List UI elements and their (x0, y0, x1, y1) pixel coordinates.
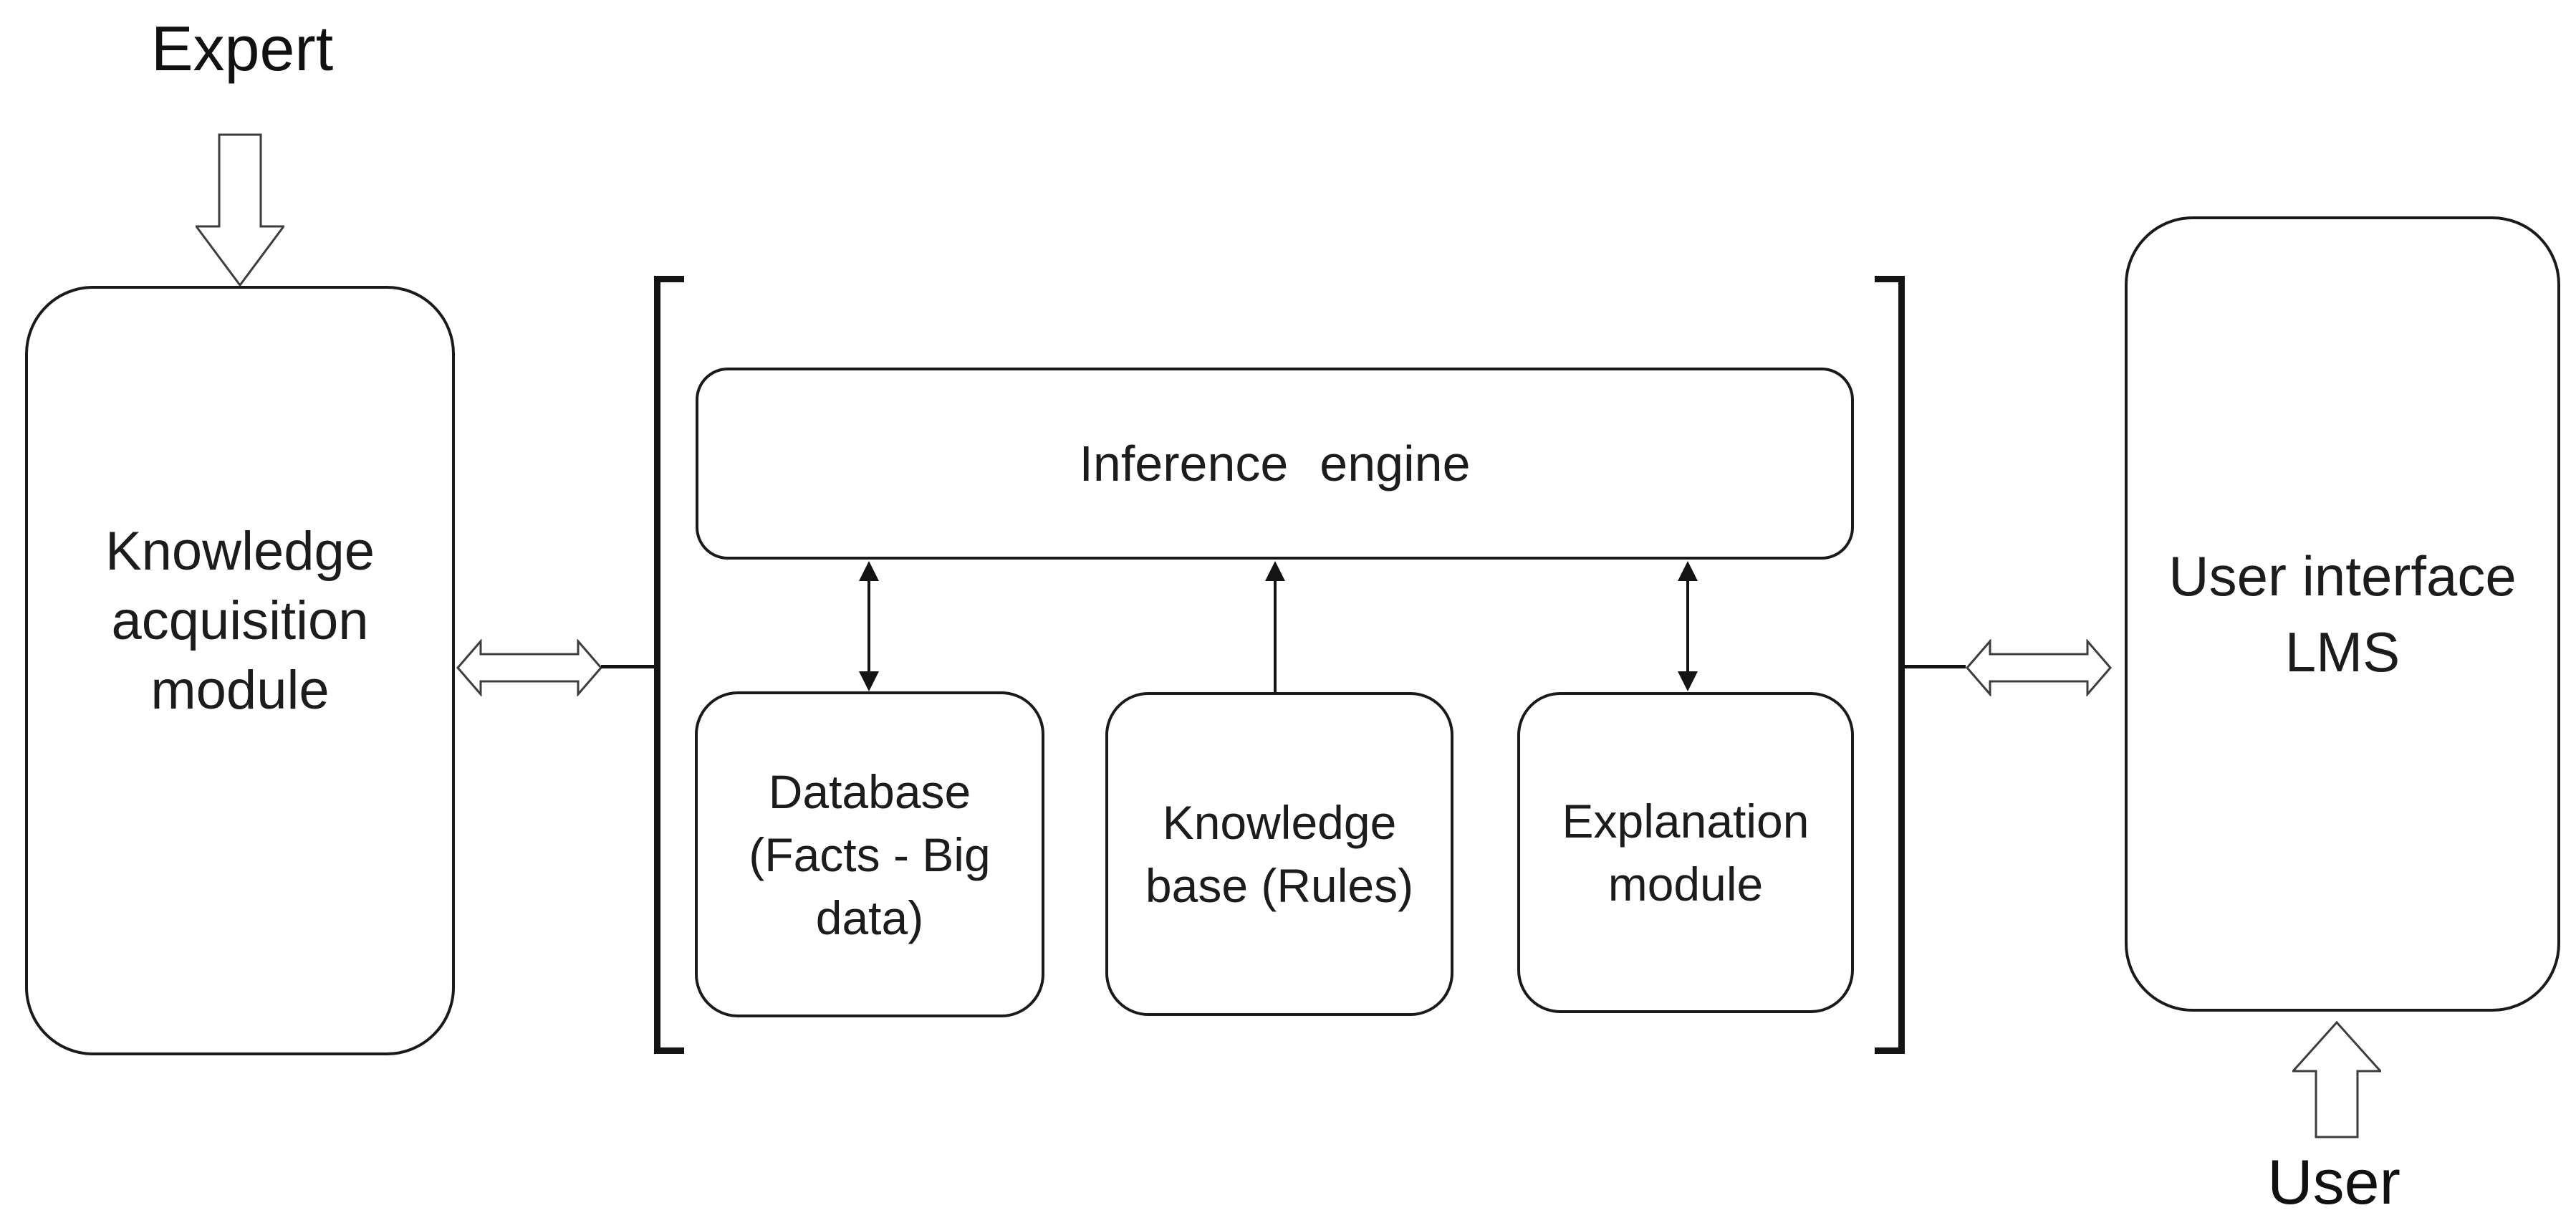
explanation-module-box: Explanation module (1517, 692, 1854, 1013)
left-bracket-connector-line (601, 665, 655, 668)
knowledge-acquisition-module-label: Knowledge acquisition module (105, 520, 375, 721)
knowledge-acquisition-module-box: Knowledge acquisition module (25, 286, 455, 1055)
hollow-double-arrow-right-icon (1966, 639, 2112, 696)
hollow-double-arrow-left-icon (456, 639, 602, 696)
user-label: User (2267, 1146, 2400, 1217)
hollow-down-arrow-icon (196, 133, 284, 287)
right-bracket (1875, 276, 1905, 1054)
knowledge-base-box: Knowledge base (Rules) (1105, 692, 1453, 1016)
explanation-module-label: Explanation module (1562, 795, 1810, 911)
right-bracket-connector-line (1905, 665, 1966, 668)
knowledge-base-label: Knowledge base (Rules) (1145, 796, 1414, 912)
hollow-up-arrow-icon (2292, 1021, 2381, 1138)
thin-up-arrow-knowledge-base-icon (1265, 561, 1285, 693)
database-label: Database (Facts - Big data) (749, 764, 991, 944)
user-interface-lms-label: User interface LMS (2168, 545, 2517, 684)
database-box: Database (Facts - Big data) (695, 691, 1044, 1017)
user-interface-lms-box: User interface LMS (2125, 216, 2560, 1012)
expert-label: Expert (150, 13, 334, 84)
thin-double-arrow-database-icon (859, 561, 879, 691)
thin-double-arrow-explanation-icon (1678, 561, 1698, 691)
inference-engine-label: Inference engine (1079, 436, 1471, 491)
inference-engine-box: Inference engine (696, 368, 1854, 560)
left-bracket (654, 276, 684, 1054)
